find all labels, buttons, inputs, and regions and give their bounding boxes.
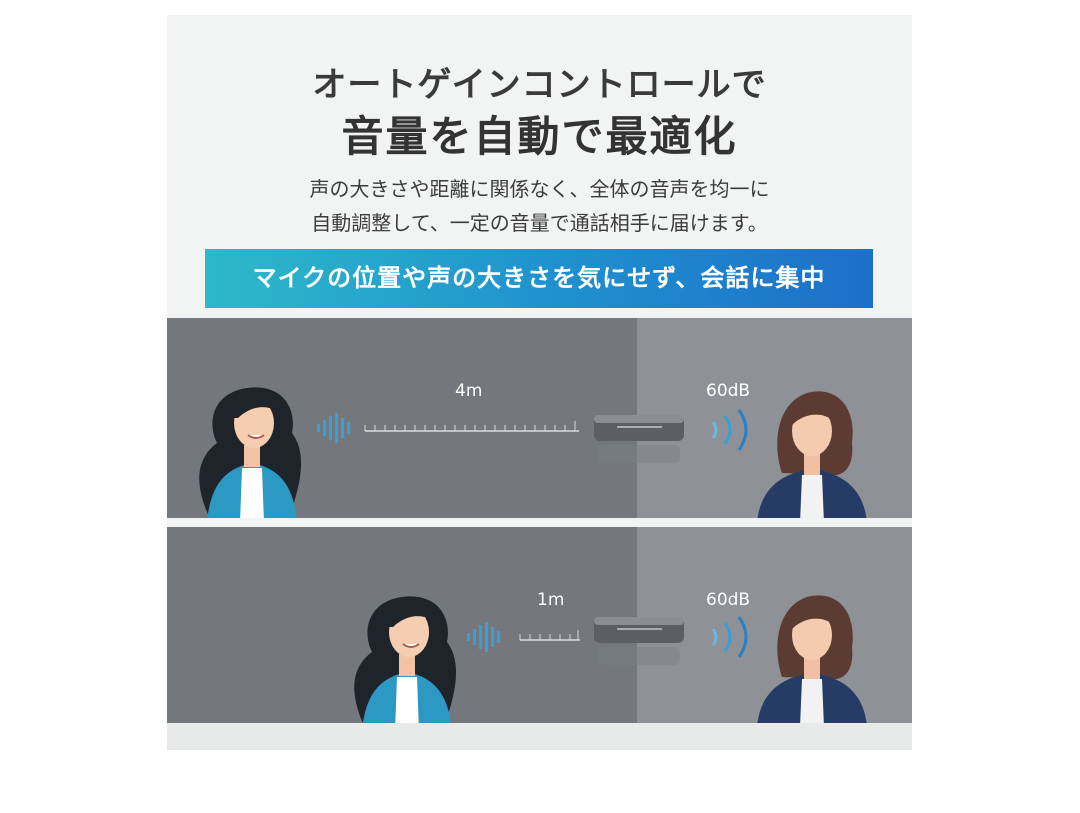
speaker-woman-illustration [354,596,457,723]
headline-line2: 音量を自動で最適化 [341,112,738,161]
volume-label: 60dB [706,590,751,610]
sound-wave-icon [467,622,500,652]
speakerphone-device-icon [594,617,684,665]
sound-output-icon [711,616,748,658]
distance-ruler [519,630,580,641]
scene-near-distance: 1m 60dB [167,527,912,723]
scene-far-distance: 4m 60dB [167,318,912,518]
listener-woman-illustration [757,391,867,518]
distance-label: 4m [455,381,483,401]
headline-line1: オートゲインコントロールで [312,65,767,105]
product-feature-card: オートゲインコントロールで 音量を自動で最適化 声の大きさや距離に関係なく、全体… [167,15,912,750]
volume-label: 60dB [706,381,751,401]
sound-output-icon [711,409,748,451]
sound-wave-icon [317,413,350,443]
listener-woman-illustration [757,595,867,723]
distance-label: 1m [537,590,565,610]
speaker-woman-illustration [199,387,302,518]
feature-banner: マイクの位置や声の大きさを気にせず、会話に集中 [205,249,873,308]
bottom-band [167,723,912,750]
distance-ruler [364,421,579,432]
speakerphone-device-icon [594,415,684,463]
description-line1: 声の大きさや距離に関係なく、全体の音声を均一に [309,177,770,201]
description-line2: 自動調整して、一定の音量で通話相手に届けます。 [311,211,768,235]
